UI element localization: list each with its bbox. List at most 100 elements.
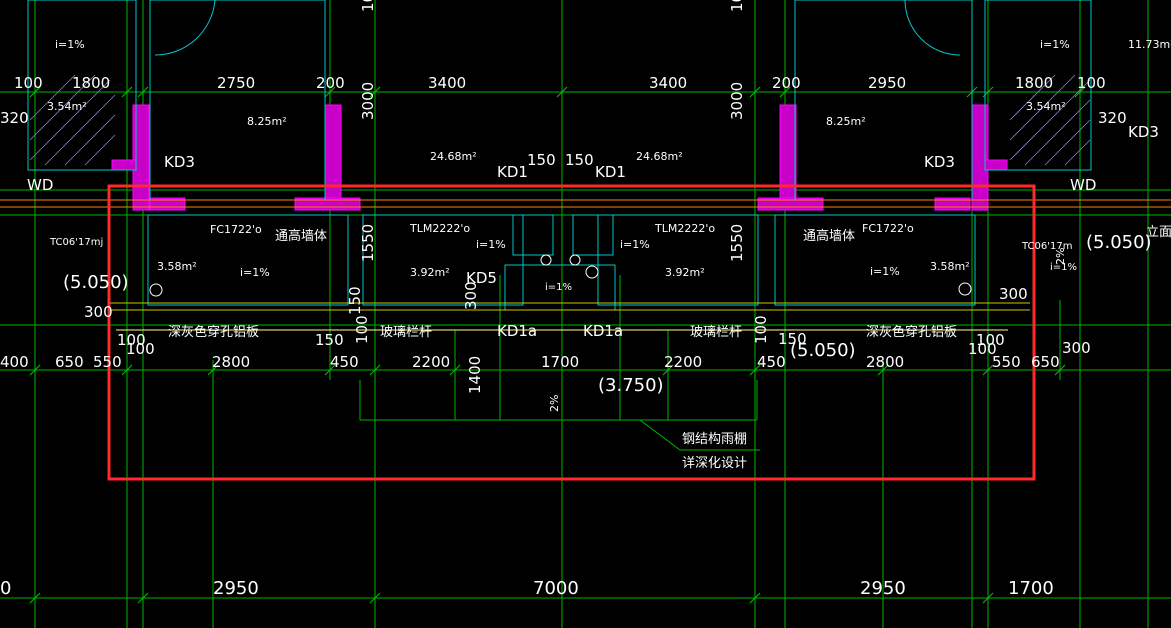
area-labels: 3.54m² 8.25m² 24.68m² 24.68m² 8.25m² 3.5… [47, 38, 1171, 279]
dim-text: 100 [976, 331, 1005, 349]
tag-text: KD1a [583, 322, 623, 340]
material-text: 详深化设计 [682, 456, 747, 471]
material-text: 深灰色穿孔铝板 [168, 324, 259, 340]
elevation-text: (3.750) [598, 375, 664, 396]
dim-text: 2750 [217, 74, 255, 92]
door-swing [904, 0, 961, 56]
dim-text: 10 [359, 0, 377, 12]
tag-text: FC1722'o [210, 223, 262, 236]
dim-text: 2950 [868, 74, 906, 92]
drain-icon [149, 283, 163, 297]
area-text: 3.58m² [930, 260, 970, 273]
dim-text: 150 [346, 286, 364, 315]
material-text: 钢结构雨棚 [682, 432, 747, 447]
wall-column [324, 104, 342, 211]
area-text: 3.92m² [410, 266, 450, 279]
tag-text: TC06'17m [1021, 241, 1072, 252]
dim-text: 3400 [649, 74, 687, 92]
component-labels: KD3 KD3 KD3 KD1 KD1 KD5 KD1a KD1a WD WD … [27, 38, 1159, 340]
room-outline [27, 0, 137, 171]
dim-text: 1800 [1015, 74, 1053, 92]
dim-text: 200 [316, 74, 345, 92]
dim-text: 300 [462, 281, 480, 310]
drain-icon [585, 265, 599, 279]
wall-column [132, 104, 150, 211]
dim-text: 1400 [466, 356, 484, 394]
walls [111, 104, 1008, 211]
dim-text: 3400 [428, 74, 466, 92]
drain-icon [540, 254, 552, 266]
tag-text: KD3 [164, 153, 195, 171]
tag-text: TC06'17mj [49, 237, 103, 248]
tag-text: KD3 [924, 153, 955, 171]
elevation-text: (5.050) [790, 340, 856, 361]
dim-text: 3000 [728, 82, 746, 120]
highlight-rectangle [107, 184, 1036, 481]
dim-text: 100 [14, 74, 43, 92]
door-swing [154, 0, 216, 56]
dim-text: 400 [0, 353, 29, 371]
dim-text: 2800 [212, 353, 250, 371]
door-arcs [154, 0, 961, 56]
slope-text: i=1% [476, 238, 506, 251]
dim-text: 450 [757, 353, 786, 371]
dim-text: 100 [1077, 74, 1106, 92]
dim-text: 100 [126, 340, 155, 358]
area-text: 3.92m² [665, 266, 705, 279]
area-text: 3.58m² [157, 260, 197, 273]
balcony-outline [147, 214, 349, 306]
slope-text: i=1% [870, 265, 900, 278]
dim-text: 300 [999, 285, 1028, 303]
parapet-lines [0, 199, 1171, 331]
dim-text: 150 [778, 330, 807, 348]
ac-unit [512, 214, 554, 256]
slope-text: i=1% [1050, 262, 1077, 273]
material-labels: 深灰色穿孔铝板 深灰色穿孔铝板 玻璃栏杆 玻璃栏杆 钢结构雨棚 详深化设计 立面… [168, 225, 1171, 471]
dim-text: 150 [315, 331, 344, 349]
tag-text: KD5 [466, 269, 497, 287]
slope-text: i=1% [55, 38, 85, 51]
dim-text: 2950 [860, 578, 906, 599]
area-text: 3.54m² [47, 100, 87, 113]
balcony-outline [774, 214, 976, 306]
tag-text: KD3 [1128, 123, 1159, 141]
dim-text: 1700 [1008, 578, 1054, 599]
slope-text: 2% [548, 395, 561, 412]
dim-text: 3000 [359, 82, 377, 120]
dim-text: 450 [330, 353, 359, 371]
balcony-outline [597, 214, 759, 306]
tag-text: TLM2222'o [654, 222, 715, 235]
dim-text: 100 [968, 340, 997, 358]
elevation-labels: (5.050) (5.050) (5.050) (3.750) [63, 232, 1152, 396]
area-text: 11.73m² [1128, 38, 1171, 51]
wall-outlines [27, 0, 1092, 311]
bottom-dimensions: 0 2950 7000 2950 1700 [0, 578, 1054, 599]
mid-dimensions: 400 650 550 100 2800 150 450 2200 1700 2… [0, 224, 1091, 394]
tag-text: FC1722'o [862, 222, 914, 235]
tag-text: KD1 [595, 163, 626, 181]
dim-text: 100 [353, 315, 371, 344]
elevation-text: (5.050) [63, 272, 129, 293]
dim-text: 650 [1031, 353, 1060, 371]
dim-text: 10 [728, 0, 746, 12]
elevation-text: (5.050) [1086, 232, 1152, 253]
drain-icon [569, 254, 581, 266]
dim-text: 150 [565, 151, 594, 169]
tag-text: KD1 [497, 163, 528, 181]
tag-text: TLM2222'o [409, 222, 470, 235]
dim-text: 0 [0, 578, 11, 599]
hatch-right [1009, 74, 1091, 166]
tag-text: WD [1070, 176, 1096, 194]
slope-text: i=1% [240, 266, 270, 279]
drains [149, 254, 972, 297]
tag-text: KD1a [497, 322, 537, 340]
area-text: 8.25m² [826, 115, 866, 128]
dim-text: 100 [752, 315, 770, 344]
wall-stub [984, 159, 1008, 171]
dim-text: 100 [117, 331, 146, 349]
wall-column [779, 104, 797, 211]
area-text: 8.25m² [247, 115, 287, 128]
dim-text: 2200 [412, 353, 450, 371]
